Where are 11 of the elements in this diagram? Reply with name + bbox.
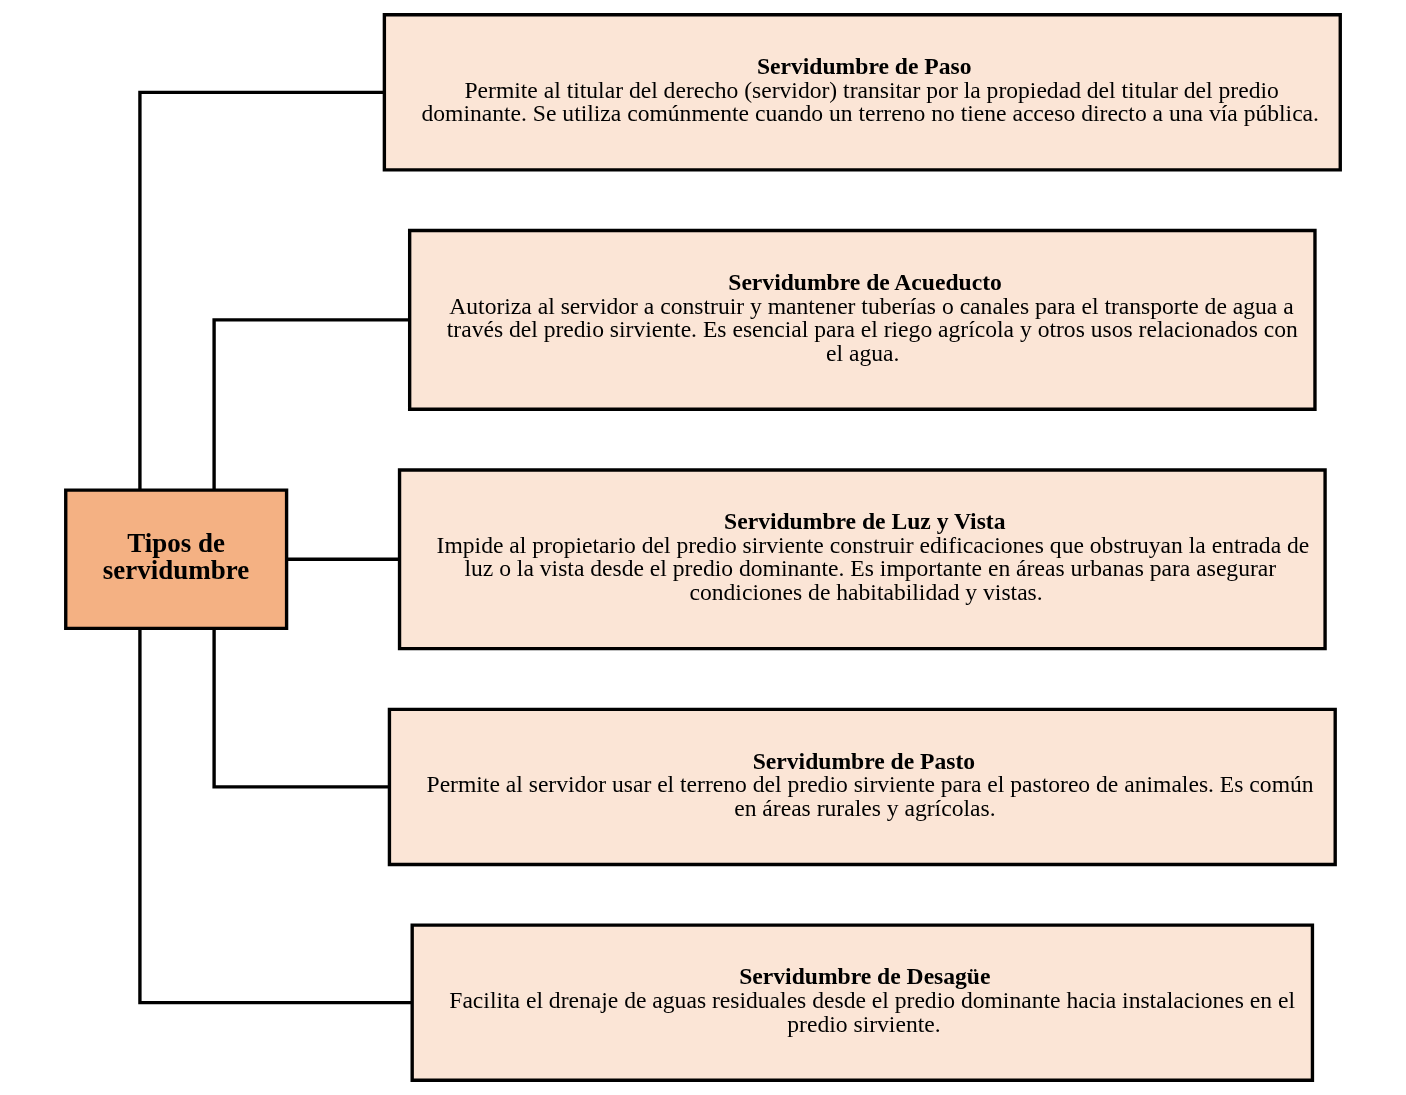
connector — [138, 628, 412, 1005]
node-box: Servidumbre de Acueducto Autoriza al servidor a construir y mantener tuberías o canales para el transporte de agua a través del predio sirviente. Es esencial para el riego agrícola y otros usos relacionados con el agua. — [407, 228, 1317, 411]
node-box: Servidumbre de Pasto Permite al servidor usar el terreno del predio sirviente para el pastoreo de animales. Es común en áreas rurales y agrícolas. — [387, 707, 1337, 867]
node-box: Servidumbre de Luz y Vista Impide al propietario del predio sirviente construir edificaciones que obstruyan la entrada de luz o la vista desde el predio dominante. Es importante en áreas urbanas para asegurar condiciones de habitabilidad y vistas. — [397, 468, 1327, 651]
connector — [212, 628, 390, 789]
connector — [138, 90, 384, 490]
connector — [287, 557, 399, 561]
node-box: Servidumbre de Desagüe Facilita el drenaje de aguas residuales desde el predio dominante hacia instalaciones en el predio sirviente. — [410, 923, 1315, 1082]
node-box: Servidumbre de Paso Permite al titular del derecho (servidor) transitar por la propiedad del titular del predio dominante. Se utiliza comúnmente cuando un terreno no tiene acceso directo a una vía pública. — [382, 13, 1342, 172]
connector — [212, 318, 410, 491]
node-box: Tipos de servidumbre — [64, 488, 289, 631]
